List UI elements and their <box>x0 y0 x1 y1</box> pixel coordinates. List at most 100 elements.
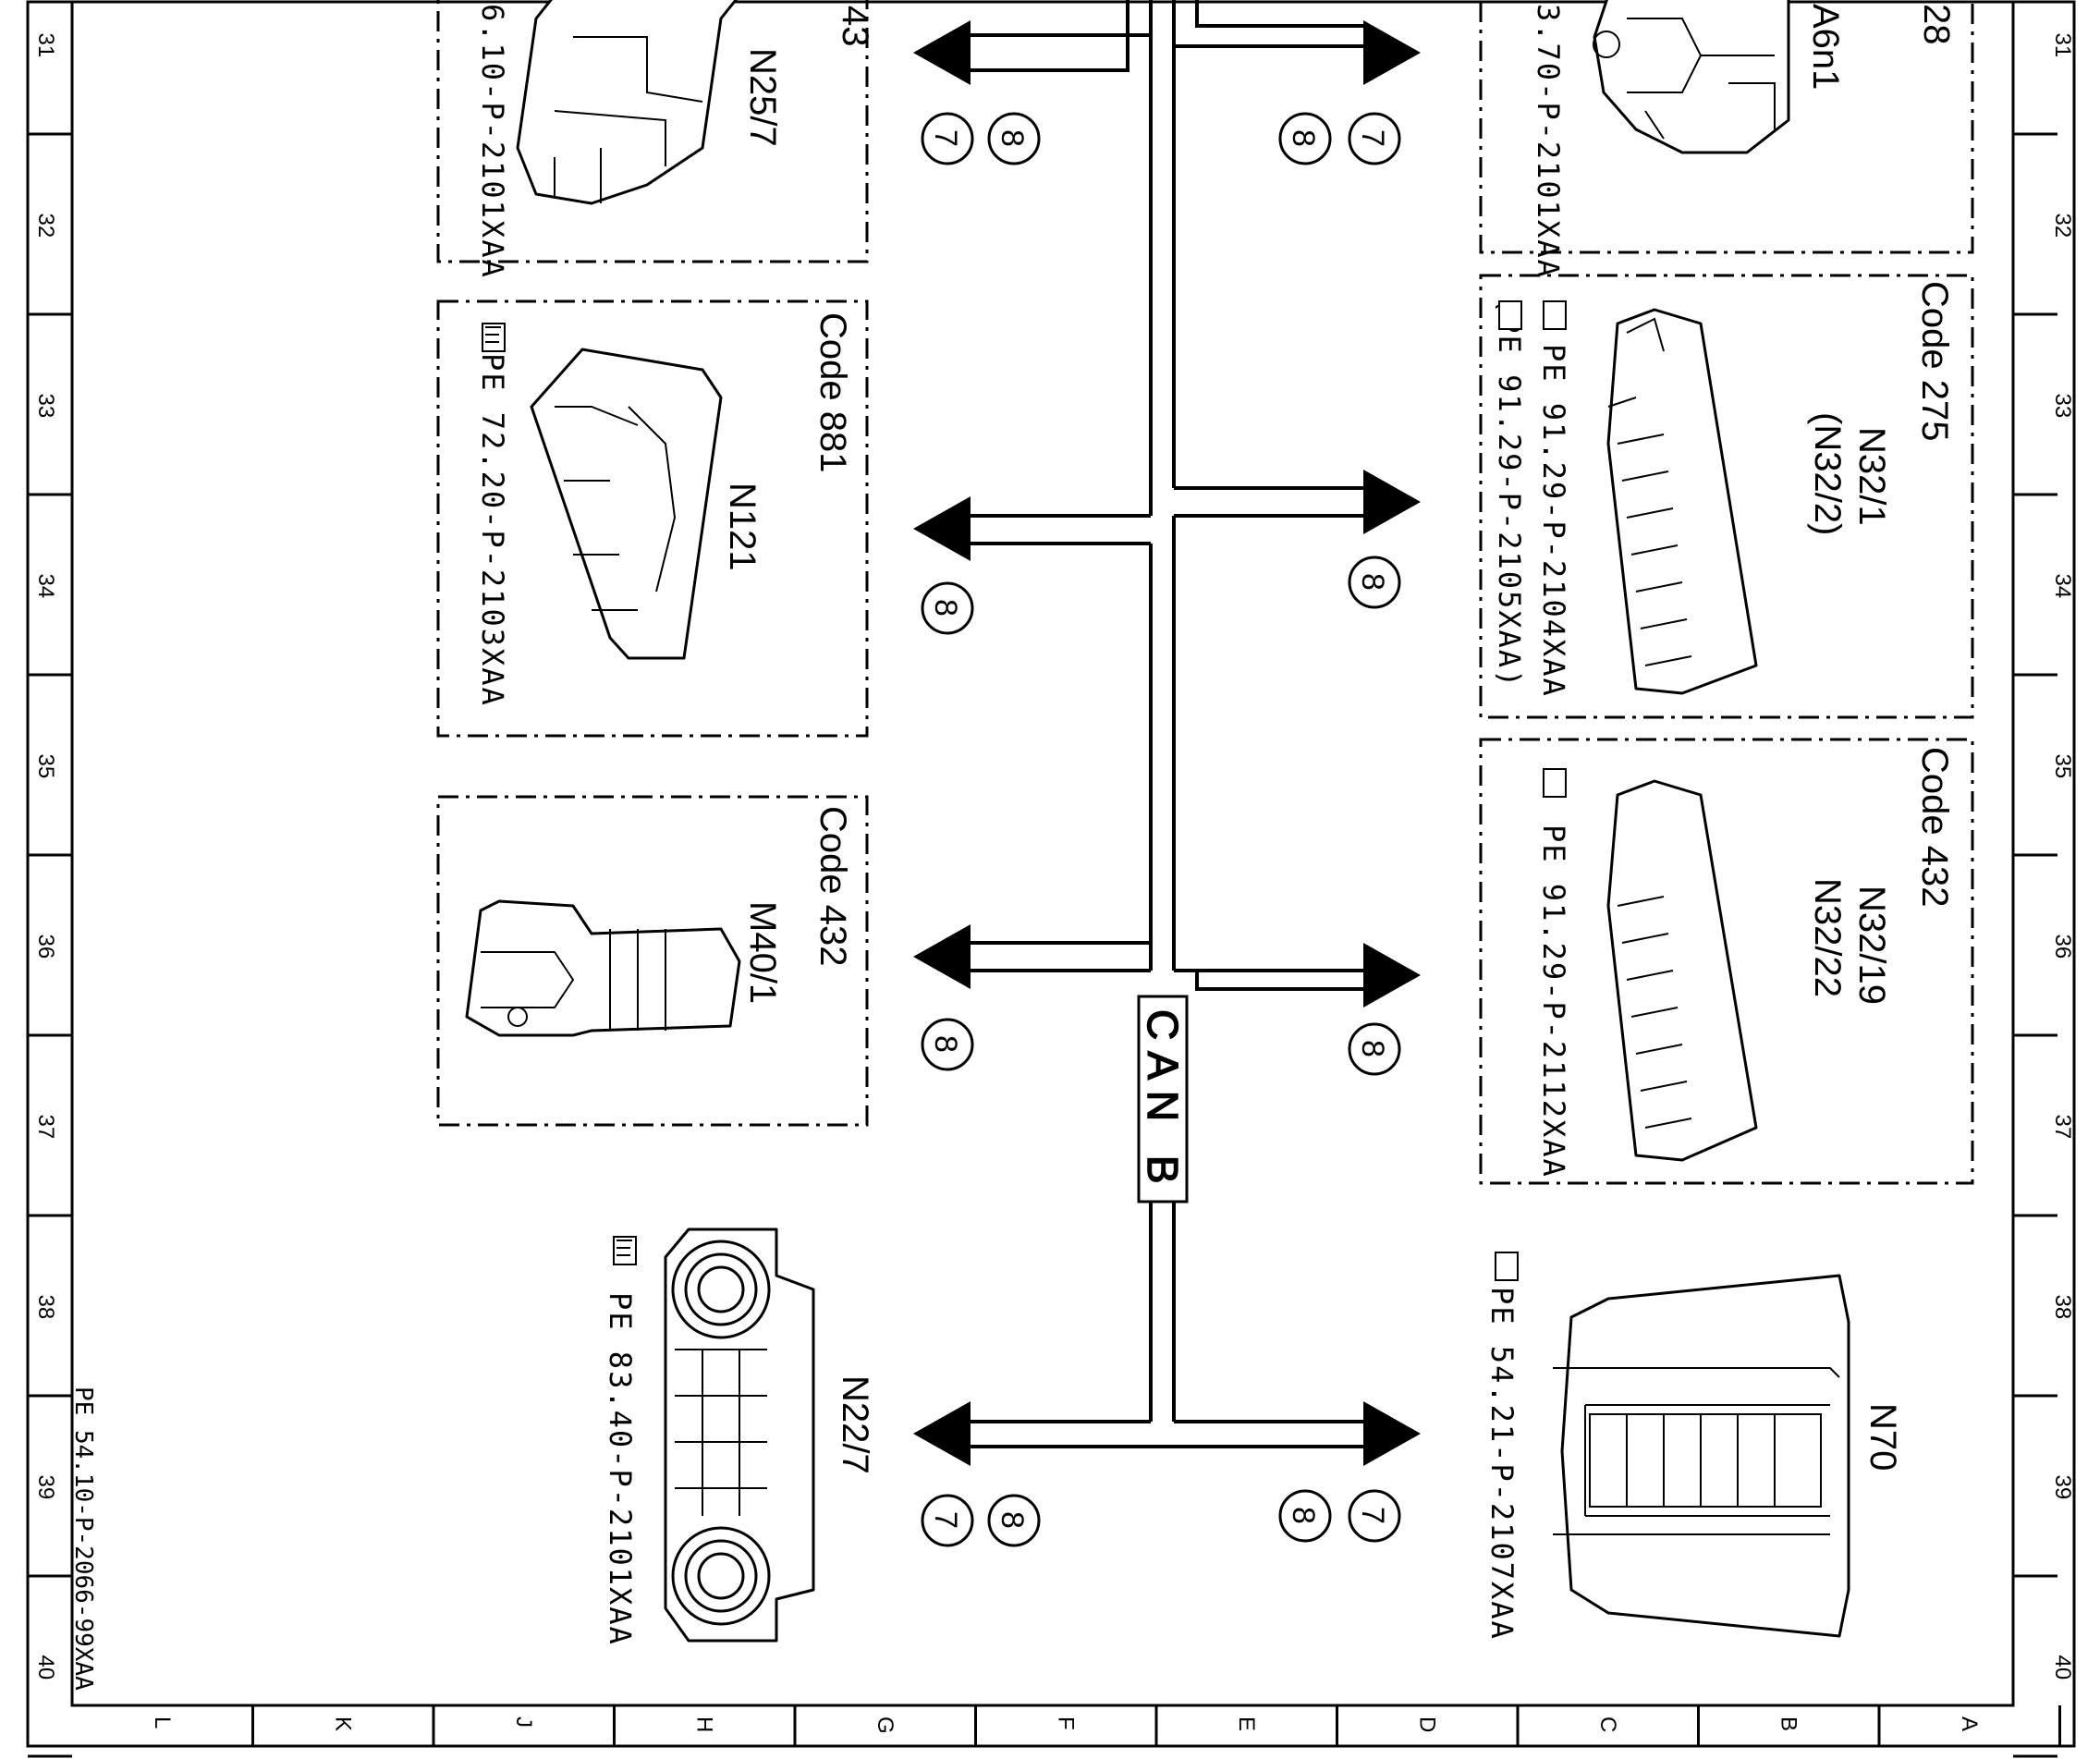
component-n32-1: Code 275 N32/1 (N32/2) PE 91.29-P-2104XA… <box>1348 274 1974 719</box>
pin-label: 8 <box>1286 1507 1321 1524</box>
column-letter-label: B <box>1776 1716 1801 1731</box>
pin-label: 7 <box>928 129 963 147</box>
pin-label: 7 <box>928 1511 963 1529</box>
device-m40-1-icon <box>465 899 741 1037</box>
component-n25-7: 43 N25/7 6.10-P-2101XAA 7 8 <box>436 0 1041 279</box>
pin-label: 8 <box>1355 573 1390 591</box>
row-number-label: 37 <box>33 1115 58 1140</box>
row-number-label: 35 <box>33 754 58 779</box>
can-bus-label-box <box>1137 995 1189 1203</box>
component-ref2-label: (PE 91.29-P-2105XAA) <box>1492 296 1527 689</box>
component-code-label: 28 <box>1916 4 1957 45</box>
arrow-right-39 <box>1363 1401 1421 1466</box>
component-ref-label: PE 91.29-P-2104XAA <box>1536 344 1571 698</box>
row-number-label: 34 <box>2050 574 2075 599</box>
row-number-label: 36 <box>2050 934 2075 959</box>
column-letter-label: A <box>1957 1716 1982 1731</box>
component-n70: N70 PE 54.21-P-2107XAA 8 7 <box>1278 1252 1903 1641</box>
pin-label: 8 <box>1286 129 1321 147</box>
hand-pointer-icon <box>1495 1252 1519 1281</box>
arrow-left-31 <box>913 20 971 85</box>
component-id-label: M40/1 <box>742 901 783 1004</box>
column-letter-label: G <box>873 1716 897 1734</box>
row-number-label: 31 <box>33 33 58 58</box>
component-ref-label: PE 72.20-P-2103XAA <box>475 353 510 707</box>
device-n70-icon <box>1553 1274 1850 1638</box>
device-n121-icon <box>530 348 723 660</box>
column-letter-label: D <box>1414 1716 1439 1732</box>
component-id-label: N70 <box>1862 1403 1903 1471</box>
component-code-label: 43 <box>835 6 875 47</box>
component-id-label: N32/19 <box>1851 886 1892 1005</box>
column-letter-label: F <box>1053 1716 1078 1730</box>
component-a6n1: 28 A6n1 3.70-P-2101XAA 8 7 <box>1278 0 1974 279</box>
component-n22-7: N22/7 PE 83.40-P-2101XAA 7 8 <box>603 1228 1041 1646</box>
component-id-label: N121 <box>722 483 763 571</box>
row-number-label: 35 <box>2050 754 2075 779</box>
component-id-label: A6n1 <box>1805 4 1846 90</box>
pin-label: 7 <box>1355 129 1390 147</box>
row-number-label: 40 <box>33 1655 58 1680</box>
column-letter-label: E <box>1234 1716 1259 1731</box>
component-n32-19: Code 432 N32/19 N32/22 PE 91.29-P-2112XA… <box>1348 738 1974 1185</box>
row-number-label: 32 <box>2050 214 2075 238</box>
component-id-label: N22/7 <box>835 1375 875 1474</box>
document-code: PE 54.10-P-2066-99XAA <box>69 1386 97 1691</box>
column-letter-label: C <box>1595 1716 1620 1732</box>
arrow-right-34 <box>1363 470 1421 534</box>
row-number-label: 32 <box>33 214 58 238</box>
pin-label: 8 <box>928 599 963 617</box>
component-code-label: Code 881 <box>812 312 853 472</box>
arrow-right-31 <box>1363 20 1421 85</box>
column-letter-label: K <box>330 1716 355 1731</box>
component-id2-label: N32/22 <box>1807 878 1848 997</box>
component-ref-label: 6.10-P-2101XAA <box>475 4 510 279</box>
component-code-label: Code 432 <box>1914 747 1955 907</box>
device-n25-7-icon <box>516 0 738 205</box>
component-ref-label: PE 54.21-P-2107XAA <box>1484 1287 1520 1641</box>
pin-label: 8 <box>1355 1040 1390 1057</box>
pin-label: 8 <box>995 129 1030 147</box>
component-ref-label: 3.70-P-2101XAA <box>1531 4 1566 279</box>
hand-pointer-icon <box>482 323 506 352</box>
row-number-label: 39 <box>33 1475 58 1500</box>
row-number-label: 36 <box>33 934 58 959</box>
device-a6n1-icon <box>1593 0 1790 154</box>
component-code-label: Code 432 <box>812 806 853 966</box>
arrow-left-39 <box>913 1401 971 1466</box>
component-n121: Code 881 N121 PE 72.20-P-2103XAA 8 <box>436 299 974 738</box>
component-ref-label: PE 91.29-P-2112XAA <box>1536 825 1571 1179</box>
column-letter-label: L <box>150 1716 175 1728</box>
row-number-label: 38 <box>33 1295 58 1320</box>
row-number-label: 34 <box>33 574 58 599</box>
arrow-left-36 <box>913 924 971 989</box>
pin-circles: 7 8 <box>921 112 1041 165</box>
arrow-left-34 <box>913 496 971 561</box>
row-number-label: 31 <box>2050 33 2075 58</box>
device-n22-7-icon <box>664 1228 815 1643</box>
component-code-label: Code 275 <box>1914 281 1955 441</box>
column-letter-label: H <box>691 1716 716 1732</box>
pin-label: 8 <box>928 1035 963 1053</box>
can-bus-label: CAN B <box>1139 1009 1187 1195</box>
row-number-label: 37 <box>2050 1115 2075 1140</box>
device-n32-19-icon <box>1606 779 1758 1162</box>
component-id-label: N32/1 <box>1851 427 1892 526</box>
row-number-label: 38 <box>2050 1295 2075 1320</box>
hand-pointer-icon <box>613 1236 637 1265</box>
hand-pointer-icon <box>1543 768 1567 798</box>
row-number-label: 39 <box>2050 1475 2075 1500</box>
row-number-label: 33 <box>33 394 58 419</box>
component-id-label: N25/7 <box>742 48 783 147</box>
row-number-label: 33 <box>2050 394 2075 419</box>
device-n32-1-icon <box>1606 308 1758 695</box>
component-m40-1: Code 432 M40/1 8 <box>436 795 974 1127</box>
pin-label: 8 <box>995 1511 1030 1529</box>
hand-pointer-icon <box>1498 300 1567 330</box>
pin-label: 7 <box>1355 1507 1390 1524</box>
arrow-right-36 <box>1363 943 1421 1008</box>
